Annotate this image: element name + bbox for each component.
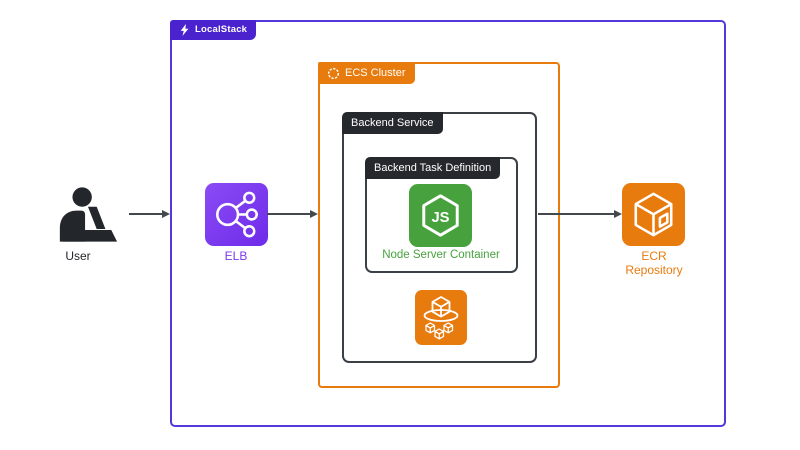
ecr-label: ECR Repository bbox=[625, 249, 683, 278]
backend-service-badge-label: Backend Service bbox=[351, 116, 434, 129]
container-registry-cube-icon bbox=[622, 183, 685, 251]
ecs-cluster-boundary-box bbox=[318, 62, 560, 388]
user-label: User bbox=[65, 249, 91, 263]
arrow-shaft bbox=[538, 212, 614, 215]
arrow-head bbox=[310, 209, 318, 218]
arrow-shaft bbox=[129, 212, 162, 215]
backend-service-badge: Backend Service bbox=[342, 112, 443, 134]
ecs-cluster-badge: ECS Cluster bbox=[318, 62, 415, 84]
localstack-logo-icon bbox=[179, 24, 191, 36]
arrow-shaft bbox=[267, 212, 310, 215]
localstack-boundary-box bbox=[170, 20, 726, 427]
ecs-cluster-ring-icon bbox=[327, 67, 340, 80]
person-at-laptop-icon bbox=[55, 187, 119, 247]
ecs-cubes-icon bbox=[415, 290, 467, 350]
nodejs-logo-text: JS bbox=[431, 210, 449, 226]
nodejs-hexagon-icon: JS bbox=[409, 184, 472, 252]
ecs-cluster-badge-label: ECS Cluster bbox=[345, 66, 406, 79]
arrow-backend-service-to-ecr bbox=[538, 209, 622, 218]
elb-label: ELB bbox=[224, 249, 248, 263]
arrow-elb-to-ecs-cluster bbox=[267, 209, 318, 218]
load-balancer-icon bbox=[205, 183, 268, 251]
arrow-head bbox=[614, 209, 622, 218]
task-definition-badge-label: Backend Task Definition bbox=[374, 161, 492, 174]
task-definition-badge: Backend Task Definition bbox=[365, 157, 501, 179]
node-container-label: Node Server Container bbox=[382, 249, 500, 261]
localstack-badge-label: LocalStack bbox=[195, 24, 248, 36]
localstack-badge: LocalStack bbox=[170, 20, 257, 40]
arrow-user-to-localstack bbox=[129, 209, 170, 218]
arrow-head bbox=[162, 209, 170, 218]
